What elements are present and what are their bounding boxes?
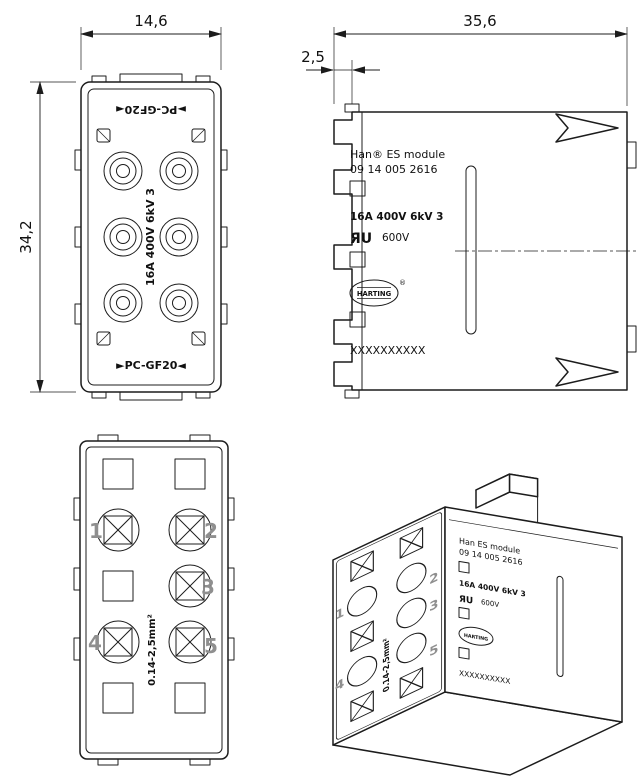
contact-number-5: 5	[204, 634, 218, 658]
side-rating-label: 16A 400V 6kV 3	[350, 211, 443, 223]
iso-actuator-cavity	[399, 527, 424, 559]
contact-number-4: 4	[88, 631, 102, 655]
iso-wire-entry	[396, 632, 427, 664]
front-contacts	[103, 151, 199, 323]
actuator-cavity	[102, 682, 134, 714]
iso-contact-number-4: 4	[335, 676, 344, 695]
front-rating-label: 16A 400V 6kV 3	[144, 188, 157, 286]
ul-recognized-icon: ЯU	[350, 231, 372, 247]
side-offset-dimension: 2,5	[301, 48, 380, 104]
molded-box	[458, 560, 470, 574]
front-height-dimension: 34,2	[17, 81, 76, 393]
iso-actuator-cavity	[350, 620, 374, 653]
actuator-cavity	[102, 570, 134, 602]
actuator-cavity	[174, 458, 206, 490]
wire-range-label: 0.14-2,5mm²	[147, 614, 158, 686]
contact-socket	[103, 217, 143, 257]
side-body	[333, 103, 638, 399]
registered-mark: ®	[399, 279, 406, 287]
iso-wire-range-label: 0.14-2,5mm²	[381, 635, 391, 694]
termination-body-outline	[79, 440, 229, 760]
wire-entry	[168, 564, 212, 608]
contact-socket	[159, 151, 199, 191]
iso-contact-number-5: 5	[429, 641, 438, 660]
side-width-dimension: 35,6	[333, 12, 628, 106]
ul-voltage-label: 600V	[382, 232, 410, 244]
iso-actuator-cavity	[350, 690, 374, 723]
actuator-cavity	[102, 458, 134, 490]
side-marking-block: Han® ES module 09 14 005 2616 16A 400V 6…	[349, 148, 445, 357]
contact-socket	[159, 283, 199, 323]
dim-side-offset: 2,5	[301, 48, 325, 66]
front-corner-keys	[96, 128, 206, 346]
iso-wire-entry	[396, 562, 427, 594]
dim-side-width: 35,6	[463, 12, 496, 30]
latch-arrow-bottom	[555, 357, 619, 387]
side-slot	[465, 165, 477, 335]
iso-contact-number-2: 2	[429, 569, 438, 588]
dim-front-width: 14,6	[134, 12, 167, 30]
iso-actuator-cavity	[350, 550, 374, 583]
molded-box	[458, 606, 470, 620]
iso-wire-entry	[396, 597, 427, 629]
termination-cavities	[96, 458, 212, 714]
molded-box	[458, 646, 470, 660]
iso-top-tab	[475, 473, 539, 523]
iso-brand-label: HARTING	[464, 633, 488, 643]
product-name-label: Han® ES module	[350, 148, 445, 161]
iso-side-slot	[556, 575, 564, 677]
latch-arrow-top	[555, 113, 619, 143]
contact-number-2: 2	[204, 519, 218, 543]
molded-box	[349, 180, 366, 197]
actuator-cavity	[174, 682, 206, 714]
contact-socket	[103, 283, 143, 323]
contact-socket	[103, 151, 143, 191]
wire-entry	[168, 508, 212, 552]
termination-body	[73, 434, 235, 766]
front-view: 14,6 34,2	[17, 12, 228, 401]
iso-front-pattern: 1 2 3 4 5 0.14-2,5mm²	[335, 512, 443, 740]
contact-number-1: 1	[89, 519, 103, 543]
iso-contact-number-3: 3	[429, 596, 438, 615]
iso-harting-logo-icon: HARTING	[458, 626, 494, 646]
molded-box	[349, 251, 366, 268]
molded-box	[349, 311, 366, 328]
wire-entry	[168, 620, 212, 664]
contact-numbers: 1 2 3 4 5	[88, 519, 218, 658]
iso-side-face	[444, 506, 623, 723]
wire-entry	[96, 620, 140, 664]
iso-wire-entry	[347, 585, 378, 617]
dim-front-height: 34,2	[17, 220, 35, 253]
contact-socket	[159, 217, 199, 257]
iso-ul-voltage-label: 600V	[481, 597, 499, 609]
serial-label: XXXXXXXXXX	[350, 344, 426, 357]
iso-ul-recognized-icon: ЯU	[459, 594, 473, 606]
side-view: 35,6 2,5 Han® ES module 09 14 005 2616	[301, 12, 638, 399]
iso-actuator-cavity	[399, 667, 424, 699]
iso-wire-entry	[347, 655, 378, 687]
iso-view: 1 2 3 4 5 0.14-2,5mm² Han ES module 09 1…	[332, 473, 623, 776]
iso-contact-number-1: 1	[335, 605, 344, 624]
contact-number-3: 3	[201, 575, 215, 599]
termination-view: 1 2 3 4 5 0.14-2,5mm²	[73, 434, 235, 766]
brand-label: HARTING	[357, 290, 392, 298]
harting-logo-icon: HARTING ®	[349, 279, 406, 307]
wire-entry	[96, 508, 140, 552]
front-width-dimension: 14,6	[80, 12, 222, 70]
material-label-top: ►PC-GF20◄	[116, 103, 186, 116]
material-label-bottom: ►PC-GF20◄	[116, 359, 186, 372]
part-number-label: 09 14 005 2616	[350, 163, 437, 176]
iso-contact-numbers: 1 2 3 4 5	[335, 569, 438, 695]
